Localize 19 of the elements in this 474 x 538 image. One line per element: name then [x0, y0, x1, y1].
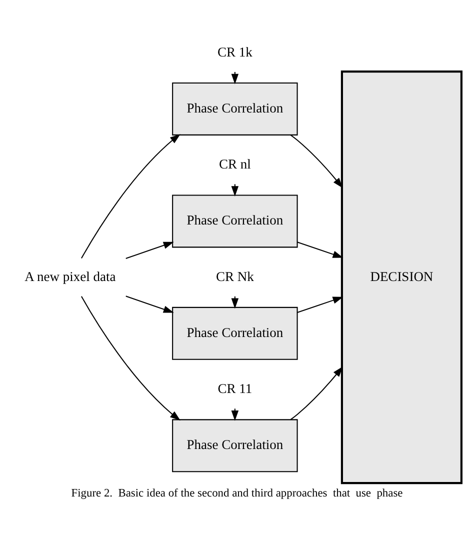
arrow: [81, 134, 180, 259]
arrow: [81, 296, 180, 421]
node-box: Phase Correlation: [172, 419, 298, 472]
node-text: A new pixel data: [24, 268, 116, 284]
arrow: [297, 296, 344, 314]
node-text: CR 1k: [217, 44, 252, 60]
arrow: [290, 366, 343, 420]
arrow: [126, 242, 174, 259]
node-box: Phase Correlation: [172, 82, 298, 136]
node-text: CR nl: [218, 156, 251, 172]
caption: Figure 2. Basic idea of the second and third approaches that use phase: [71, 487, 403, 500]
node-box: Phase Correlation: [172, 194, 298, 248]
node-box: Phase Correlation: [172, 306, 298, 360]
arrow: [297, 242, 344, 258]
arrow: [290, 134, 343, 188]
node-box: DECISION: [340, 70, 462, 484]
arrow: [126, 296, 174, 313]
node-text: CR 11: [218, 381, 252, 396]
node-text: CR Nk: [216, 268, 254, 284]
